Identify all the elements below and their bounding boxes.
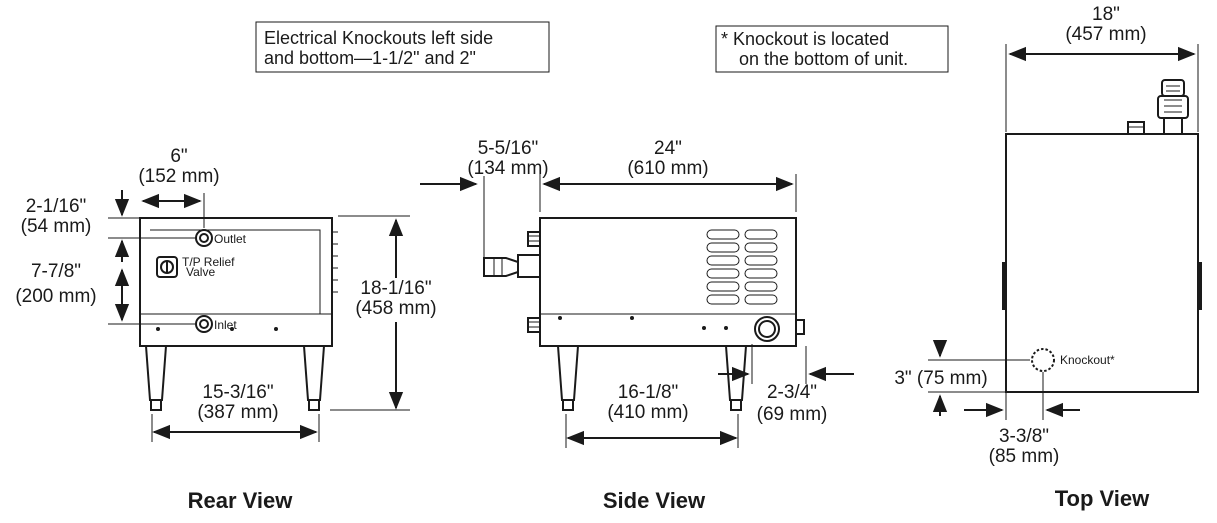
top-relief-valve-icon [1157, 79, 1189, 135]
outlet-fitting-icon [195, 229, 213, 247]
rear-vent-ticks [332, 231, 338, 293]
top-dim-horizontal-inch: 3-3/8" [999, 426, 1049, 447]
rear-dim-leg-span-mm: (387 mm) [197, 402, 278, 423]
valve-label-line1: T/P Relief [182, 255, 235, 269]
rear-dim-height-inch: 18-1/16" [360, 278, 431, 299]
side-dim-leg-span-inch: 16-1/8" [618, 382, 679, 403]
side-inlet-fitting-icon [527, 317, 541, 333]
rear-legs [144, 345, 326, 411]
bottom-note-line1: * Knockout is located [721, 29, 889, 49]
outlet-label: Outlet [214, 232, 247, 246]
rear-dim-height-mm: (458 mm) [355, 298, 436, 319]
side-relief-valve-icon [483, 254, 541, 278]
top-dim-horizontal-mm: (85 mm) [989, 446, 1060, 467]
knockouts-note: Electrical Knockouts left side and botto… [255, 21, 550, 73]
side-view: 5-5/16" (134 mm) 24" (610 mm) 16-1/8" (4… [420, 138, 854, 513]
side-dim-length-inch: 24" [654, 138, 682, 159]
side-dim-protrusion-inch: 5-5/16" [478, 138, 539, 159]
top-knockout-label: Knockout* [1060, 353, 1115, 367]
side-dim-offset-mm: (69 mm) [757, 404, 828, 425]
knockouts-note-line1: Electrical Knockouts left side [264, 28, 493, 48]
side-outlet-fitting-icon [527, 231, 541, 247]
side-vents [706, 229, 778, 305]
inlet-fitting-icon [195, 315, 213, 333]
rear-view-title: Rear View [188, 488, 294, 513]
top-dim-width-mm: (457 mm) [1065, 24, 1146, 45]
side-dim-leg-span-mm: (410 mm) [607, 402, 688, 423]
rear-dim-width-mm: (152 mm) [138, 166, 219, 187]
rear-dim-offset-inch: 2-1/16" [26, 196, 87, 217]
top-cabinet [1005, 133, 1199, 393]
rear-dim-leg-span-inch: 15-3/16" [202, 382, 273, 403]
relief-valve-icon [156, 256, 178, 278]
knockouts-note-line2: and bottom—1-1/2" and 2" [264, 48, 476, 68]
side-dim-length-mm: (610 mm) [627, 158, 708, 179]
rear-cabinet [139, 217, 333, 347]
top-small-fitting-icon [1127, 121, 1145, 135]
side-view-title: Side View [603, 488, 706, 513]
rear-dim-spacing-mm: (200 mm) [15, 286, 96, 307]
top-view: 18" (457 mm) Knockout* 3" (75 m [894, 4, 1202, 511]
rear-dim-spacing-inch: 7-7/8" [31, 261, 81, 282]
rear-dim-offset-mm: (54 mm) [21, 216, 92, 237]
bottom-knockout-note: * Knockout is located on the bottom of u… [715, 25, 949, 73]
rear-view: Outlet T/P Relief Valve Inlet 6" (152 mm… [15, 146, 436, 513]
top-view-title: Top View [1055, 486, 1150, 511]
top-dim-width-inch: 18" [1092, 4, 1120, 25]
bottom-note-line2: on the bottom of unit. [739, 49, 908, 69]
valve-label-line2: Valve [186, 265, 215, 279]
side-dim-offset-inch: 2-3/4" [767, 382, 817, 403]
top-knockout-icon [1031, 348, 1055, 372]
inlet-label: Inlet [214, 318, 237, 332]
side-knockout-icon [754, 316, 780, 342]
side-legs [556, 345, 748, 411]
side-dim-protrusion-mm: (134 mm) [467, 158, 548, 179]
top-dim-vertical: 3" (75 mm) [894, 368, 987, 389]
rear-dim-width-inch: 6" [170, 146, 187, 167]
